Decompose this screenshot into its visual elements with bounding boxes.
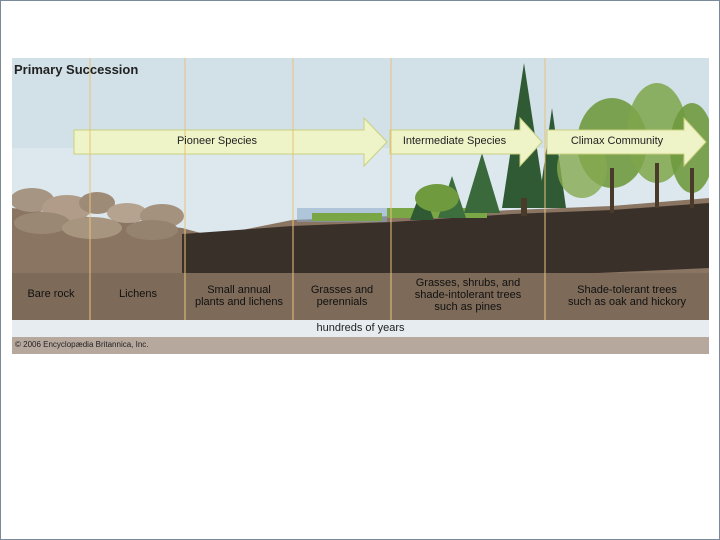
climax-arrow: [546, 116, 707, 168]
figure-title: Primary Succession: [14, 62, 139, 77]
succession-figure: Primary Succession Pioneer Species Inter…: [12, 58, 709, 354]
stage-lichens: Lichens: [119, 288, 157, 300]
stage-bare-rock: Bare rock: [27, 288, 75, 300]
time-axis-bar: hundreds of years: [12, 320, 709, 337]
stage-grasses: Grasses and perennials: [310, 284, 374, 308]
pioneer-label: Pioneer Species: [176, 135, 258, 147]
copyright-text: © 2006 Encyclopædia Britannica, Inc.: [15, 340, 149, 349]
intermediate-label: Intermediate Species: [402, 135, 507, 147]
rock-boulders: [12, 188, 184, 240]
stage-oak-hickory: Shade-tolerant trees such as oak and hic…: [567, 284, 686, 308]
topsoil-layer: [182, 203, 709, 284]
time-axis-label: hundreds of years: [316, 322, 405, 334]
stage-shrubs-pines: Grasses, shrubs, and shade-intolerant tr…: [414, 277, 522, 313]
succession-scene: [12, 58, 709, 320]
pioneer-arrow: [73, 116, 388, 168]
climax-label: Climax Community: [570, 135, 664, 147]
intermediate-arrow: [389, 116, 543, 168]
subsoil-band: [12, 273, 709, 320]
copyright-bar: © 2006 Encyclopædia Britannica, Inc.: [12, 337, 709, 354]
grass-patch: [297, 208, 487, 222]
stage-annual-plants: Small annual plants and lichens: [194, 284, 284, 308]
stage-dividers: [89, 58, 546, 320]
